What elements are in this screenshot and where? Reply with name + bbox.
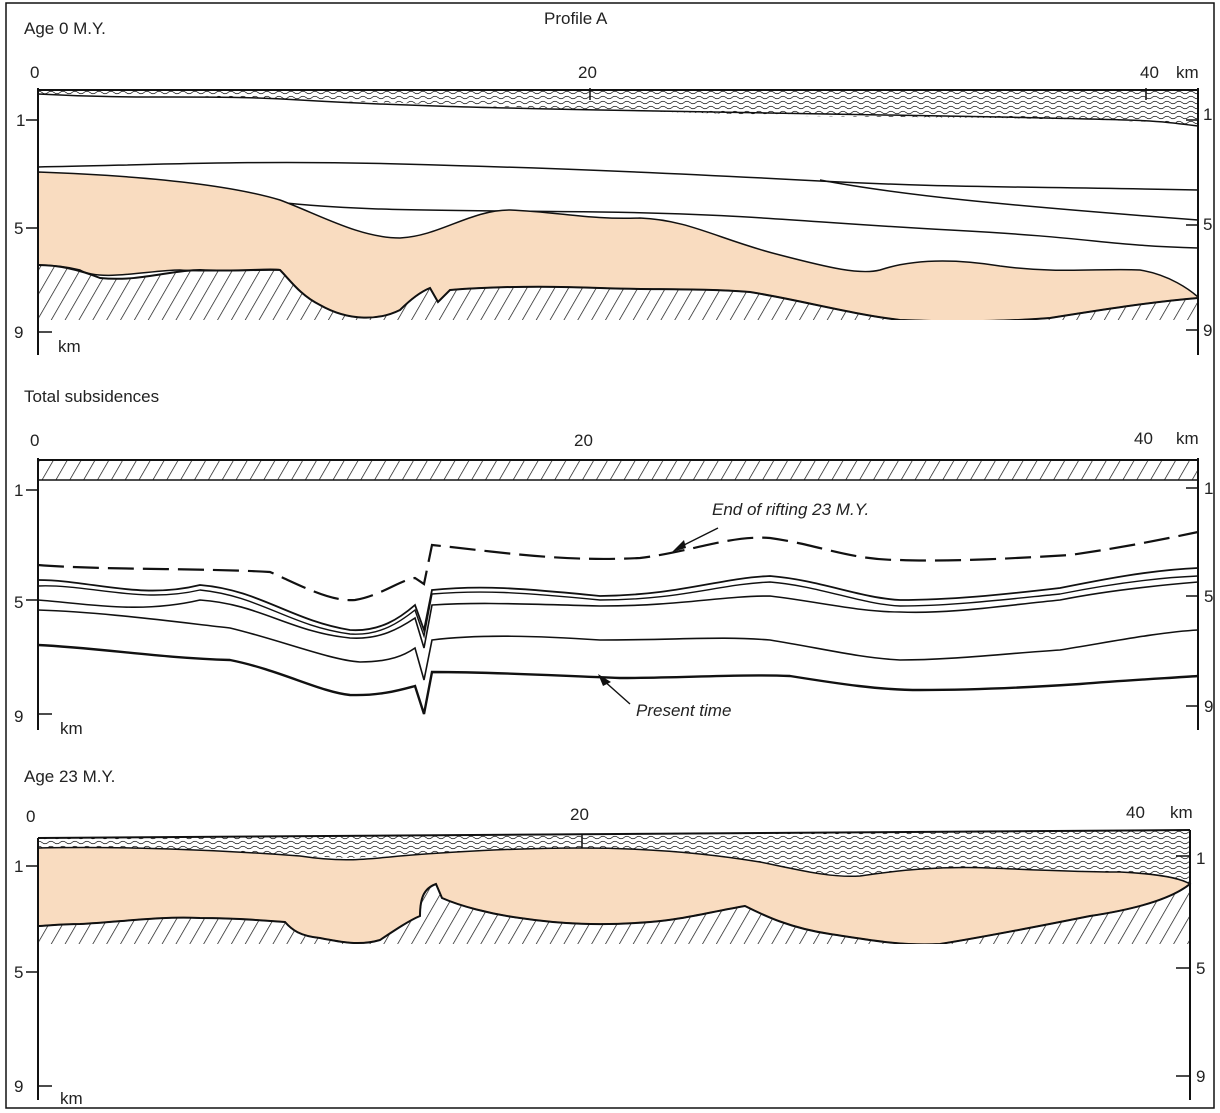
depth-tick-label: 5 [1204,587,1213,606]
panel-title: Age 23 M.Y. [24,767,115,786]
horizon-line [819,179,1199,221]
x-unit-label: km [1176,429,1199,448]
subsidence-curve [37,575,1199,639]
depth-tick-label: 1 [14,857,23,876]
x-tick-label: 0 [30,431,39,450]
depth-tick-label: 9 [1204,697,1213,716]
subsidence-curve [37,567,1199,634]
depth-tick-label: 1 [14,481,23,500]
depth-tick-label: 5 [1196,959,1205,978]
depth-tick-label: 1 [1204,479,1213,498]
depth-unit-label: km [58,337,81,356]
x-tick-label: 20 [570,805,589,824]
present-time-label: Present time [636,701,731,720]
x-tick-label: 40 [1140,63,1159,82]
depth-tick-label: 5 [14,219,23,238]
present-time-curve [37,643,1199,715]
figure-title: Profile A [544,9,608,28]
depth-tick-label: 5 [14,593,23,612]
x-tick-label: 0 [30,63,39,82]
x-tick-label: 40 [1134,429,1153,448]
depth-tick-label: 5 [1203,215,1212,234]
horizon-line [259,199,1199,249]
panel-age-0: Profile A Age 0 M.Y. 0 20 40 km 1 [14,9,1212,360]
depth-tick-label: 1 [16,111,25,130]
panel-age-23: Age 23 M.Y. 0 20 40 km 1 5 9 km 1 5 9 [14,767,1205,1108]
depth-unit-label: km [60,1089,83,1108]
horizon-line [37,161,1199,191]
end-of-rifting-label: End of rifting 23 M.Y. [712,500,869,519]
depth-tick-label: 1 [1203,105,1212,124]
panel-total-subsidences: Total subsidences 0 20 40 km End of rift… [14,387,1213,738]
panel-title: Age 0 M.Y. [24,19,106,38]
x-unit-label: km [1176,63,1199,82]
subsidence-curve [37,581,1199,649]
x-tick-label: 40 [1126,803,1145,822]
depth-tick-label: 5 [14,963,23,982]
depth-unit-label: km [60,719,83,738]
x-tick-label: 20 [578,63,597,82]
sea-water-band [38,90,1198,126]
sea-floor-line [37,93,1199,127]
depth-tick-label: 9 [14,1077,23,1096]
depth-tick-label: 9 [14,707,23,726]
depth-tick-label: 1 [1196,849,1205,868]
end-of-rifting-curve [37,530,1199,602]
depth-tick-label: 9 [1196,1067,1205,1086]
x-tick-label: 0 [26,807,35,826]
x-tick-label: 20 [574,431,593,450]
x-unit-label: km [1170,803,1193,822]
subsidence-curve [37,609,1199,681]
panel-title: Total subsidences [24,387,159,406]
surface-hatch-band [38,460,1198,480]
depth-tick-label: 9 [14,323,23,342]
depth-tick-label: 9 [1203,321,1212,340]
